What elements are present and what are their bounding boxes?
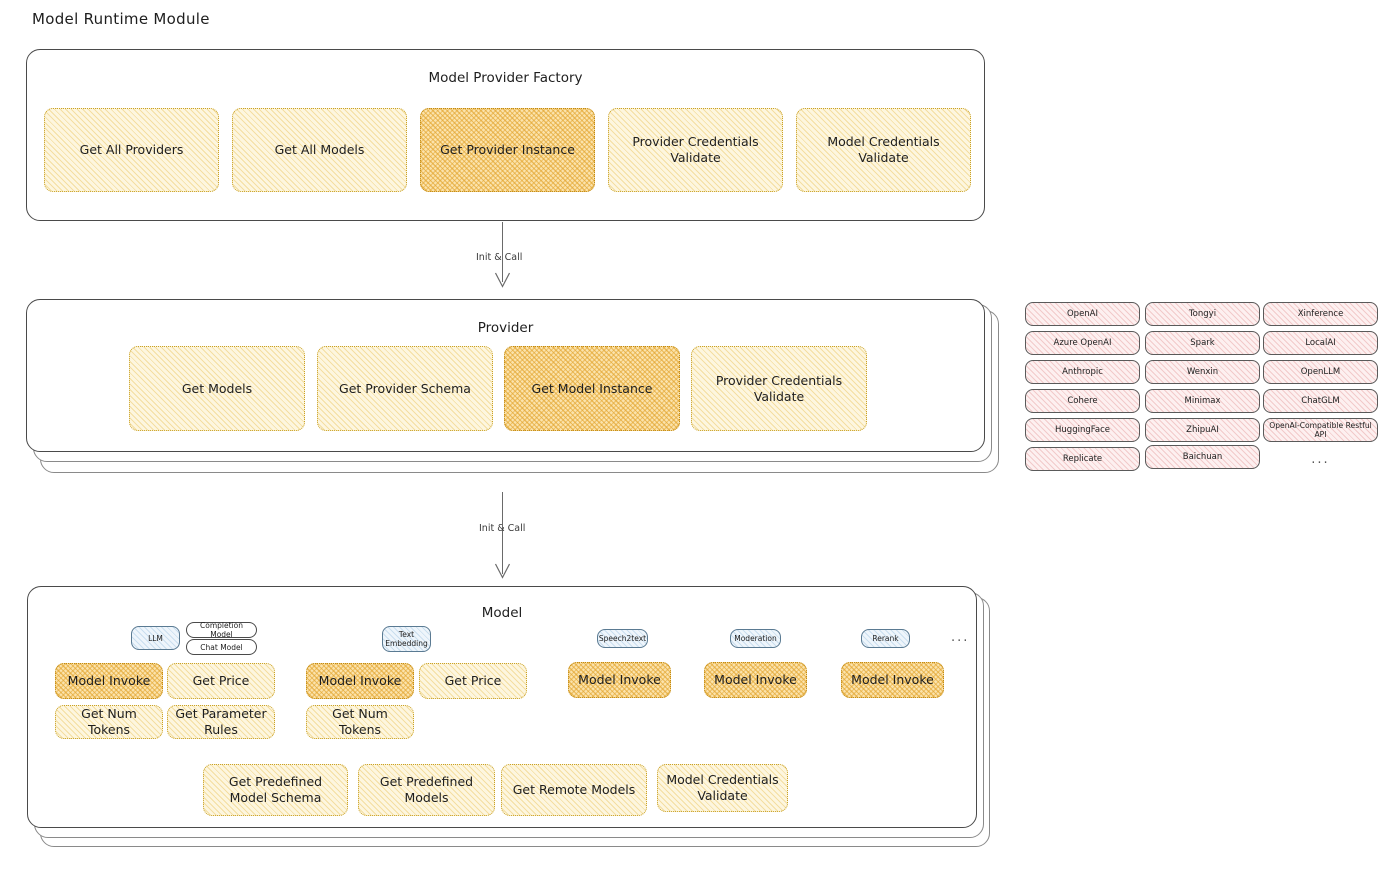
factory-title: Model Provider Factory (428, 70, 583, 86)
model-type-llm[interactable]: LLM (131, 626, 180, 650)
model-type-rerank[interactable]: Rerank (861, 629, 910, 648)
provider-pill-replicate[interactable]: Replicate (1025, 447, 1140, 471)
text-embedding-method-get-price[interactable]: Get Price (419, 663, 527, 699)
model-shared-model-credentials-validate[interactable]: Model Credentials Validate (657, 764, 788, 812)
provider-pill-anthropic[interactable]: Anthropic (1025, 360, 1140, 384)
arrow-provider-to-model-head (494, 563, 511, 579)
model-shared-get-remote-models[interactable]: Get Remote Models (501, 764, 647, 816)
provider-pill-zhipuai[interactable]: ZhipuAI (1145, 418, 1260, 442)
llm-method-model-invoke[interactable]: Model Invoke (55, 663, 163, 699)
factory-item-get-all-models[interactable]: Get All Models (232, 108, 407, 192)
provider-pill-tongyi[interactable]: Tongyi (1145, 302, 1260, 326)
provider-pill-openai[interactable]: OpenAI (1025, 302, 1140, 326)
arrow-factory-to-provider-label: Init & Call (476, 252, 523, 263)
arrow-provider-to-model-label: Init & Call (479, 523, 526, 534)
arrow-factory-to-provider-head (494, 272, 511, 288)
speech2text-method-model-invoke[interactable]: Model Invoke (568, 662, 671, 698)
model-shared-get-predefined-model-schema[interactable]: Get Predefined Model Schema (203, 764, 348, 816)
factory-item-get-all-providers[interactable]: Get All Providers (44, 108, 219, 192)
provider-item-get-model-instance[interactable]: Get Model Instance (504, 346, 680, 431)
provider-pill-xinference[interactable]: Xinference (1263, 302, 1378, 326)
llm-method-get-parameter-rules[interactable]: Get Parameter Rules (167, 705, 275, 739)
provider-list-more-ellipsis: ... (1311, 451, 1330, 467)
provider-pill-chatglm[interactable]: ChatGLM (1263, 389, 1378, 413)
text-embedding-method-get-num-tokens[interactable]: Get Num Tokens (306, 705, 414, 739)
model-shared-get-predefined-models[interactable]: Get Predefined Models (358, 764, 495, 816)
model-title: Model (481, 605, 523, 621)
provider-pill-baichuan[interactable]: Baichuan (1145, 445, 1260, 469)
provider-pill-cohere[interactable]: Cohere (1025, 389, 1140, 413)
moderation-method-model-invoke[interactable]: Model Invoke (704, 662, 807, 698)
model-subtype-completion-model[interactable]: Completion Model (186, 621, 257, 639)
model-type-text-embedding[interactable]: Text Embedding (382, 626, 431, 652)
model-subtype-chat-model[interactable]: Chat Model (186, 639, 257, 655)
provider-pill-wenxin[interactable]: Wenxin (1145, 360, 1260, 384)
factory-item-model-credentials-validate[interactable]: Model Credentials Validate (796, 108, 971, 192)
provider-pill-huggingface[interactable]: HuggingFace (1025, 418, 1140, 442)
provider-title: Provider (477, 320, 534, 336)
model-types-more-ellipsis: ... (951, 630, 970, 645)
llm-method-get-price[interactable]: Get Price (167, 663, 275, 699)
provider-pill-azure-openai[interactable]: Azure OpenAI (1025, 331, 1140, 355)
provider-item-get-models[interactable]: Get Models (129, 346, 305, 431)
provider-pill-localai[interactable]: LocalAI (1263, 331, 1378, 355)
arrow-factory-to-provider-line (502, 222, 504, 282)
provider-pill-spark[interactable]: Spark (1145, 331, 1260, 355)
provider-pill-minimax[interactable]: Minimax (1145, 389, 1260, 413)
page-title: Model Runtime Module (32, 10, 210, 28)
text-embedding-method-model-invoke[interactable]: Model Invoke (306, 663, 414, 699)
provider-pill-openai-compatible-restful-api[interactable]: OpenAI-Compatible Restful API (1263, 418, 1378, 442)
factory-item-provider-credentials-validate[interactable]: Provider Credentials Validate (608, 108, 783, 192)
provider-item-provider-credentials-validate[interactable]: Provider Credentials Validate (691, 346, 867, 431)
arrow-provider-to-model-line (502, 492, 504, 574)
model-type-moderation[interactable]: Moderation (730, 629, 781, 648)
provider-item-get-provider-schema[interactable]: Get Provider Schema (317, 346, 493, 431)
rerank-method-model-invoke[interactable]: Model Invoke (841, 662, 944, 698)
factory-item-get-provider-instance[interactable]: Get Provider Instance (420, 108, 595, 192)
model-type-speech2text[interactable]: Speech2text (597, 629, 648, 648)
provider-pill-openllm[interactable]: OpenLLM (1263, 360, 1378, 384)
llm-method-get-num-tokens[interactable]: Get Num Tokens (55, 705, 163, 739)
